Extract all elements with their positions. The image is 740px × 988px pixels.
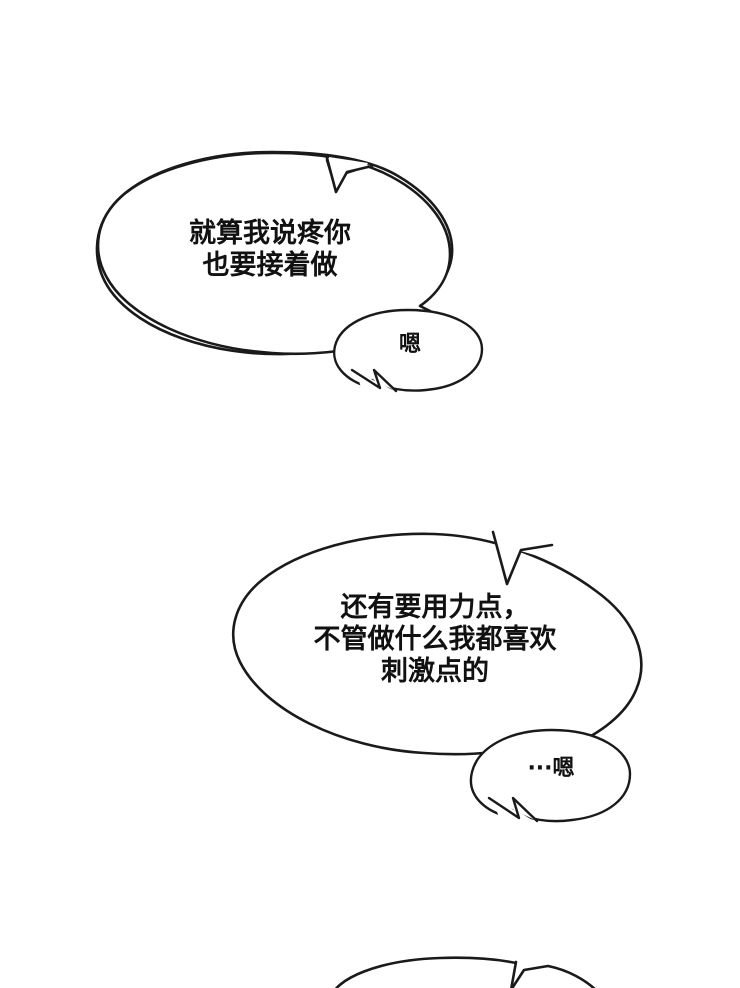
speech-bubble-main-2-tail-stroke <box>491 530 554 586</box>
speech-bubble-reply-1-tail-stroke <box>350 368 398 393</box>
speech-bubble-main-1-tail-stroke <box>325 156 374 194</box>
speech-bubble-main-3-cropped-outline <box>334 956 518 988</box>
speech-bubble-reply-2-text: ···嗯 <box>527 756 575 781</box>
speech-bubble-reply-1-tail-mask <box>357 374 392 391</box>
speech-bubble-reply-1-outline <box>332 308 484 392</box>
speech-bubble-reply-2-tail-mask <box>494 802 532 821</box>
speech-bubble-main-1-text: 就算我说疼你 也要接着做 <box>189 218 351 281</box>
speech-bubble-reply-1-text: 嗯 <box>398 332 421 357</box>
speech-bubble-reply-2-tail-stroke <box>487 796 539 823</box>
speech-bubble-main-2-text: 还有要用力点， 不管做什么我都喜欢 刺激点的 <box>313 592 557 687</box>
speech-bubble-main-3-cropped-tail <box>510 960 596 988</box>
